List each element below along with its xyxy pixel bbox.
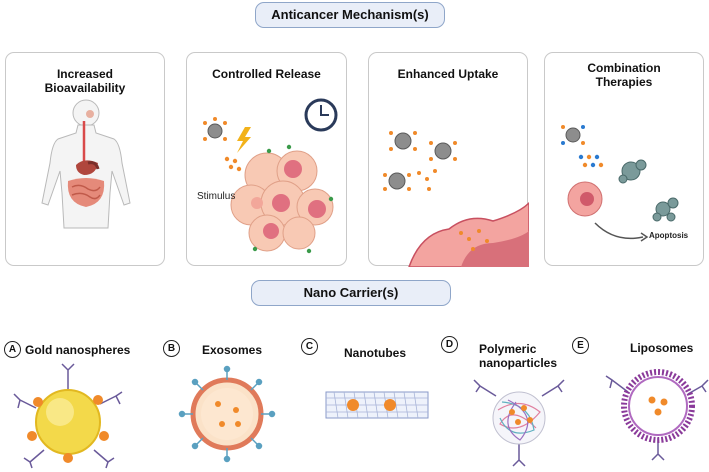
carrier-name-nanotubes: Nanotubes — [344, 346, 407, 360]
carrier-letter-b: B — [163, 340, 180, 357]
controlled-release-illustration — [203, 98, 338, 254]
mechanisms-header: Anticancer Mechanism(s) — [255, 2, 445, 28]
polymeric-nanoparticle-icon — [473, 379, 565, 467]
clock-icon — [304, 98, 338, 132]
apoptosis-label: Apoptosis — [649, 231, 689, 240]
carrier-name-liposomes: Liposomes — [630, 341, 694, 355]
human-body-icon — [41, 99, 131, 229]
carrier-letter-d: D — [441, 336, 458, 353]
gold-nanosphere-icon — [13, 363, 123, 469]
card-title: Increased Bioavailability — [44, 67, 126, 95]
carriers-header: Nano Carrier(s) — [251, 280, 451, 306]
enhanced-uptake-illustration — [383, 131, 529, 267]
carrier-letter-e: E — [572, 337, 589, 354]
card-combination-therapies: Combination Therapies Apoptosis — [544, 52, 704, 266]
exosome-icon — [178, 365, 276, 463]
carrier-name-exosomes: Exosomes — [202, 343, 263, 357]
combination-therapy-illustration — [561, 125, 679, 242]
nanoparticle-icon — [203, 117, 227, 141]
carrier-name-gold-nanospheres: Gold nanospheres — [25, 343, 131, 357]
carrier-letter-a: A — [4, 341, 21, 358]
carrier-name-polymeric-nanoparticles: Polymeric nanoparticles — [479, 342, 558, 370]
lightning-icon — [237, 127, 251, 153]
card-controlled-release: Controlled Release Stimulus — [186, 52, 347, 266]
card-title: Controlled Release — [212, 67, 321, 81]
liposome-icon — [605, 369, 709, 461]
card-enhanced-uptake: Enhanced Uptake — [368, 52, 529, 267]
card-increased-bioavailability: Increased Bioavailability — [5, 52, 165, 266]
stimulus-label: Stimulus — [197, 191, 236, 202]
nanotube-icon — [325, 391, 429, 419]
card-title: Enhanced Uptake — [397, 67, 499, 81]
apoptotic-cell-icon — [618, 159, 679, 222]
carrier-letter-c: C — [301, 338, 318, 355]
card-title: Combination Therapies — [587, 61, 661, 89]
